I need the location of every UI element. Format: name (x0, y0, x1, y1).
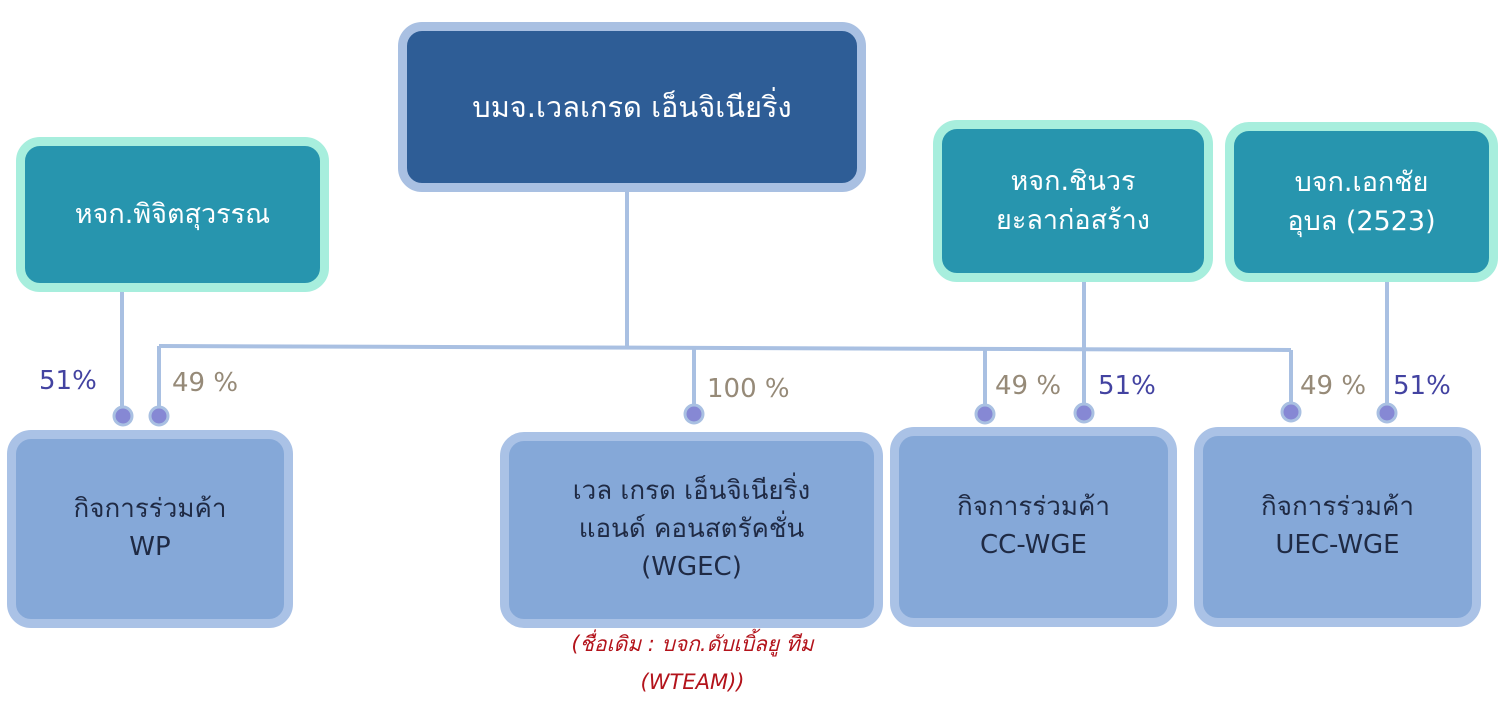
partner-name-line: ยะลาก่อสร้าง (996, 205, 1150, 236)
connector-dot (1376, 402, 1398, 424)
venture-name-line: เวล เกรด เอ็นจิเนียริ่ง (572, 476, 811, 507)
former-name-note: (ชื่อเดิม : บจก.ดับเบิ้ลยู ทีม (WTEAM)) (520, 626, 865, 702)
partner-box-phichit: หจก.พิจิตสุวรรณ (16, 137, 329, 292)
ownership-label: 51% (39, 366, 97, 396)
venture-box-cc-wge: กิจการร่วมค้า CC-WGE (890, 427, 1177, 627)
ownership-label: 49 % (1300, 371, 1367, 401)
partner-name-line: หจก.พิจิตสุวรรณ (74, 198, 271, 230)
venture-name-line: กิจการร่วมค้า (73, 494, 227, 525)
partner-box-ekkachai: บจก.เอกชัย อุบล (2523) (1225, 122, 1498, 282)
partner-name-line: อุบล (2523) (1287, 206, 1436, 237)
venture-box-wgec: เวล เกรด เอ็นจิเนียริ่ง แอนด์ คอนสตรัคชั… (500, 432, 883, 628)
venture-name-line: กิจการร่วมค้า (1261, 492, 1414, 523)
note-line: (ชื่อเดิม : บจก.ดับเบิ้ลยู ทีม (571, 632, 814, 656)
ownership-bus-line (158, 344, 1292, 352)
connector-dot (148, 405, 170, 427)
venture-name-line: CC-WGE (980, 530, 1087, 560)
venture-name-line: แอนด์ คอนสตรัคชั่น (578, 514, 805, 545)
note-line: (WTEAM)) (640, 669, 745, 694)
ownership-label: 100 % (707, 374, 790, 404)
ownership-label: 51% (1393, 371, 1451, 401)
connector-dot (1280, 401, 1302, 423)
partner-name-line: หจก.ชินวร (1010, 165, 1136, 197)
parent-company-name: บมจ.เวลเกรด เอ็นจิเนียริ่ง (472, 89, 792, 124)
ownership-label: 51% (1098, 371, 1156, 401)
partner-box-chinworn: หจก.ชินวร ยะลาก่อสร้าง (933, 120, 1213, 282)
parent-company-box: บมจ.เวลเกรด เอ็นจิเนียริ่ง (398, 22, 866, 192)
ownership-label: 49 % (995, 371, 1062, 401)
venture-box-wp: กิจการร่วมค้า WP (7, 430, 293, 628)
connector-dot (1073, 402, 1095, 424)
connector-dot (683, 403, 705, 425)
connector-dot (974, 403, 996, 425)
ownership-label: 49 % (172, 368, 239, 398)
connector-dot (112, 405, 134, 427)
venture-box-uec-wge: กิจการร่วมค้า UEC-WGE (1194, 427, 1481, 627)
venture-name-line: (WGEC) (641, 551, 742, 582)
venture-name-line: WP (129, 532, 171, 562)
venture-name-line: กิจการร่วมค้า (957, 492, 1110, 523)
partner-name-line: บจก.เอกชัย (1294, 166, 1429, 198)
venture-name-line: UEC-WGE (1275, 530, 1400, 560)
